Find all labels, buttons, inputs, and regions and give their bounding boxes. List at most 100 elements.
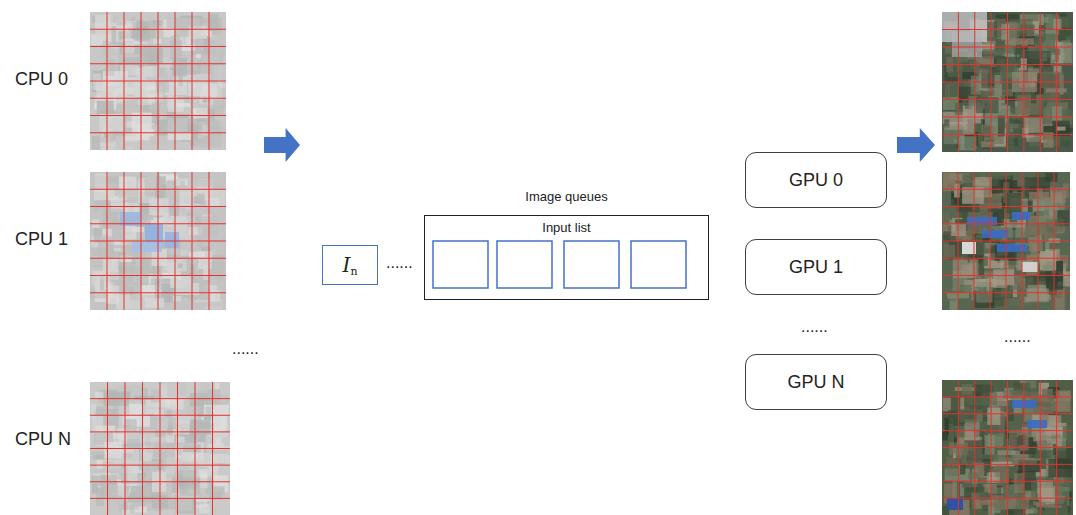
image-ground xyxy=(90,172,226,310)
input-image xyxy=(90,12,226,150)
gpu-box: GPU 1 xyxy=(745,239,887,295)
queue-slot xyxy=(631,241,686,288)
input-image xyxy=(90,172,226,310)
grid-line xyxy=(90,206,226,207)
image-texture xyxy=(1052,121,1070,136)
grid-line xyxy=(942,258,1070,259)
grid-line xyxy=(942,64,1073,65)
image-texture xyxy=(1012,459,1037,465)
image-texture xyxy=(1007,509,1026,515)
image-texture xyxy=(98,236,114,256)
image-texture xyxy=(975,68,990,74)
ellipsis: ...... xyxy=(1004,328,1031,346)
grid-line xyxy=(942,223,1070,224)
image-texture xyxy=(997,450,1020,455)
grid-line xyxy=(942,99,1073,100)
image-texture xyxy=(1000,259,1009,268)
image-texture xyxy=(93,470,101,474)
image-ground xyxy=(942,12,1073,152)
image-texture xyxy=(969,96,977,110)
image-ground xyxy=(90,382,230,515)
image-feature xyxy=(165,232,179,248)
image-texture xyxy=(99,114,124,131)
image-texture xyxy=(1056,261,1063,282)
gpu-label: GPU 0 xyxy=(789,170,843,191)
image-texture xyxy=(96,488,104,506)
image-texture xyxy=(959,409,983,422)
image-texture xyxy=(1037,480,1053,500)
grid-line xyxy=(942,413,1073,414)
image-texture xyxy=(175,179,181,185)
image-texture xyxy=(155,279,160,301)
input-image xyxy=(90,382,230,515)
image-texture xyxy=(177,40,182,56)
image-texture xyxy=(1026,288,1049,302)
image-texture xyxy=(196,134,222,147)
image-texture xyxy=(196,54,201,58)
image-texture xyxy=(1001,24,1009,40)
symbol-text: I xyxy=(343,253,351,277)
flow-arrow xyxy=(264,128,300,162)
image-texture xyxy=(176,103,190,107)
image-ground xyxy=(942,172,1070,310)
image-texture xyxy=(206,198,220,206)
grid-line xyxy=(942,447,1073,448)
image-feature xyxy=(982,230,1008,238)
output-image xyxy=(942,12,1073,152)
image-texture xyxy=(182,457,204,462)
grid-line xyxy=(90,81,226,82)
image-texture xyxy=(168,250,175,255)
output-image xyxy=(942,380,1073,515)
image-texture xyxy=(1009,38,1034,45)
image-texture xyxy=(203,266,208,280)
image-texture xyxy=(1047,219,1064,231)
image-texture xyxy=(92,136,100,150)
image-feature xyxy=(1027,420,1047,428)
image-texture xyxy=(213,488,224,497)
grid-line xyxy=(90,498,230,499)
image-texture xyxy=(1043,265,1053,271)
image-texture xyxy=(103,259,119,272)
image-item-box: In xyxy=(322,245,378,285)
grid-line xyxy=(942,241,1070,242)
image-texture xyxy=(145,298,164,307)
image-texture xyxy=(1057,127,1066,131)
grid-line xyxy=(90,415,230,416)
image-texture xyxy=(962,187,984,204)
grid-line xyxy=(942,82,1073,83)
image-texture xyxy=(971,76,981,95)
queue-title: Image queues xyxy=(425,189,708,204)
image-texture xyxy=(1057,446,1067,451)
image-texture xyxy=(1035,450,1054,461)
image-texture xyxy=(177,263,182,268)
image-texture xyxy=(149,199,163,215)
image-texture xyxy=(1033,395,1054,414)
grid-line xyxy=(942,189,1070,190)
image-texture xyxy=(208,432,227,437)
image-texture xyxy=(951,224,966,236)
image-texture xyxy=(170,41,181,60)
grid-line xyxy=(90,241,226,242)
image-ground xyxy=(942,380,1073,515)
grid-line xyxy=(90,132,226,133)
image-texture xyxy=(981,454,997,459)
image-texture xyxy=(1018,435,1025,445)
grid-line xyxy=(942,430,1073,431)
image-texture xyxy=(1029,192,1049,201)
image-texture xyxy=(147,441,167,452)
grid-line xyxy=(90,431,230,432)
image-feature xyxy=(952,32,982,57)
grid-line xyxy=(90,98,226,99)
image-texture xyxy=(134,396,154,400)
image-texture xyxy=(1041,72,1064,88)
list-title: Input list xyxy=(425,220,708,235)
image-texture xyxy=(943,172,955,191)
image-texture xyxy=(1004,124,1019,129)
ellipsis: ...... xyxy=(232,340,259,358)
flow-arrow xyxy=(897,128,935,162)
grid-line xyxy=(90,275,226,276)
image-texture xyxy=(127,464,137,481)
image-texture xyxy=(985,435,995,455)
grid-line xyxy=(942,47,1073,48)
image-texture xyxy=(1038,39,1044,43)
